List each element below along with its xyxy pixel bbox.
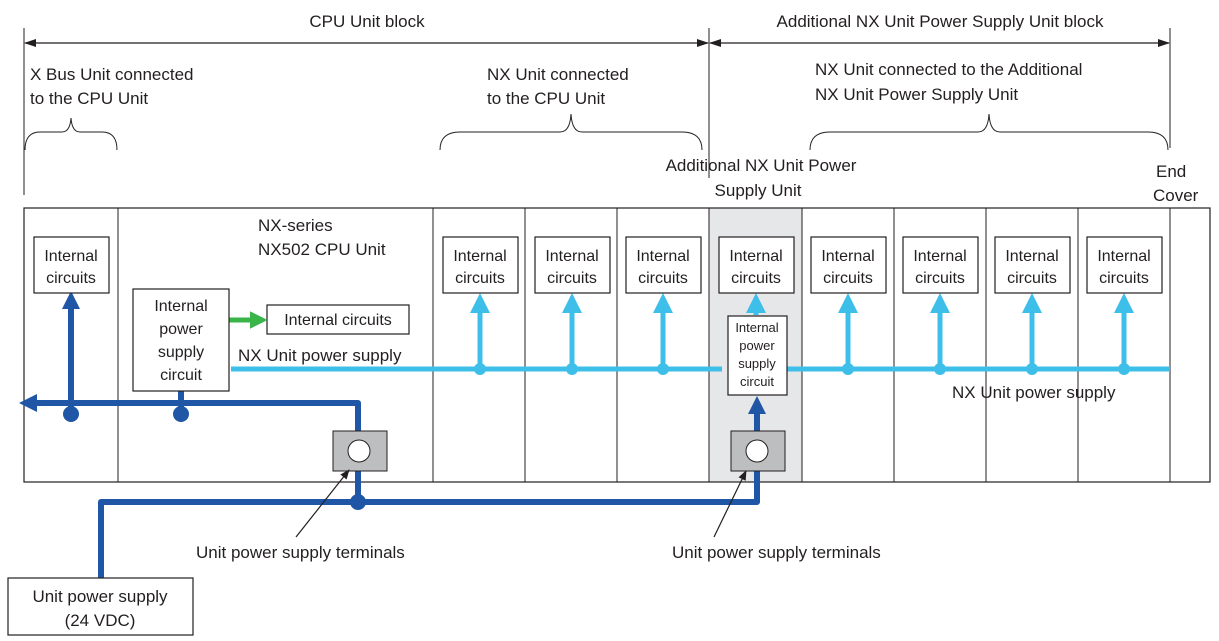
svg-text:power: power	[159, 321, 203, 338]
svg-text:power: power	[739, 338, 775, 353]
internal-circuits-box-nx2: Internal circuits	[534, 236, 611, 294]
svg-text:Internal: Internal	[545, 248, 598, 265]
add-psu-circuit-box: Internal power supply circuit	[727, 315, 788, 396]
internal-circuits-box-nx1: Internal circuits	[442, 236, 519, 294]
svg-text:circuits: circuits	[1007, 270, 1057, 287]
xbus-brace	[24, 117, 118, 151]
internal-circuit-boxes: Internal circuits Internal circuits Inte…	[33, 236, 1163, 335]
cpu-block-label: CPU Unit block	[309, 12, 425, 31]
internal-circuits-box-nx6: Internal circuits	[994, 236, 1071, 294]
terminal-block-add	[730, 430, 786, 472]
svg-text:circuits: circuits	[46, 270, 96, 287]
svg-text:Internal: Internal	[913, 248, 966, 265]
additional-block-label: Additional NX Unit Power Supply Unit blo…	[777, 12, 1104, 31]
nx-power-branches	[470, 293, 1134, 369]
nx-cpu-group-label: to the CPU Unit	[487, 89, 605, 108]
additional-psu-label: Additional NX Unit Power	[666, 156, 857, 175]
svg-text:Internal: Internal	[1097, 248, 1150, 265]
svg-text:Internal circuits: Internal circuits	[284, 312, 392, 329]
external-power-supply-box: Unit power supply (24 VDC)	[7, 577, 194, 636]
end-cover-label: Cover	[1153, 186, 1199, 205]
svg-text:Internal: Internal	[154, 298, 207, 315]
internal-circuits-box-xbus: Internal circuits	[33, 236, 110, 294]
nx-power-label-right: NX Unit power supply	[952, 383, 1116, 402]
svg-text:supply: supply	[158, 344, 204, 361]
internal-circuits-box-nx7: Internal circuits	[1086, 236, 1163, 294]
nx-power-junctions	[474, 363, 1130, 375]
svg-text:Unit power supply: Unit power supply	[32, 587, 168, 606]
nx-add-group-label: NX Unit Power Supply Unit	[815, 85, 1018, 104]
nx-power-bus: NX Unit power supply NX Unit power suppl…	[231, 293, 1170, 402]
nx-add-brace	[809, 113, 1169, 151]
svg-text:Internal: Internal	[44, 248, 97, 265]
svg-text:Internal: Internal	[453, 248, 506, 265]
cpu-unit-label: NX-series	[258, 216, 333, 235]
internal-circuits-box-cpu: Internal circuits	[266, 304, 410, 335]
svg-text:Internal: Internal	[636, 248, 689, 265]
nx-cpu-group-label: NX Unit connected	[487, 65, 629, 84]
xbus-group-label: X Bus Unit connected	[30, 65, 193, 84]
internal-circuits-box-nx4: Internal circuits	[810, 236, 887, 294]
svg-text:circuits: circuits	[823, 270, 873, 287]
internal-circuits-box-psu: Internal circuits	[718, 236, 795, 294]
terminal-icon	[347, 439, 371, 463]
svg-text:circuits: circuits	[455, 270, 505, 287]
end-cover-label: End	[1156, 162, 1186, 181]
block-dimensions: CPU Unit block Additional NX Unit Power …	[23, 12, 1171, 195]
terminals-label-right: Unit power supply terminals	[672, 543, 881, 562]
nx-cpu-brace	[439, 113, 703, 151]
terminal-blocks	[332, 430, 786, 472]
terminals-label-left: Unit power supply terminals	[196, 543, 405, 562]
svg-text:circuits: circuits	[547, 270, 597, 287]
internal-circuits-box-nx5: Internal circuits	[902, 236, 979, 294]
svg-text:supply: supply	[738, 356, 776, 371]
cpu-unit-label: NX502 CPU Unit	[258, 240, 386, 259]
terminal-icon	[745, 439, 769, 463]
svg-text:Internal: Internal	[1005, 248, 1058, 265]
svg-text:circuits: circuits	[731, 270, 781, 287]
svg-text:circuits: circuits	[638, 270, 688, 287]
svg-text:Internal: Internal	[735, 320, 778, 335]
svg-text:Internal: Internal	[821, 248, 874, 265]
cpu-psu-circuit-box: Internal power supply circuit	[132, 288, 230, 392]
svg-text:circuits: circuits	[915, 270, 965, 287]
svg-text:circuits: circuits	[1099, 270, 1149, 287]
unit-power-junctions	[63, 406, 366, 510]
nx-add-group-label: NX Unit connected to the Additional	[815, 60, 1082, 79]
additional-psu-label: Supply Unit	[715, 181, 802, 200]
svg-text:Internal: Internal	[729, 248, 782, 265]
nx-power-label-left: NX Unit power supply	[238, 346, 402, 365]
svg-text:circuit: circuit	[160, 367, 202, 384]
internal-circuits-box-nx3: Internal circuits	[625, 236, 702, 294]
terminal-callouts: Unit power supply terminals Unit power s…	[196, 469, 881, 562]
group-labels: X Bus Unit connected to the CPU Unit NX …	[24, 60, 1199, 205]
svg-text:circuit: circuit	[740, 374, 774, 389]
xbus-group-label: to the CPU Unit	[30, 89, 148, 108]
svg-text:(24 VDC): (24 VDC)	[65, 611, 136, 630]
